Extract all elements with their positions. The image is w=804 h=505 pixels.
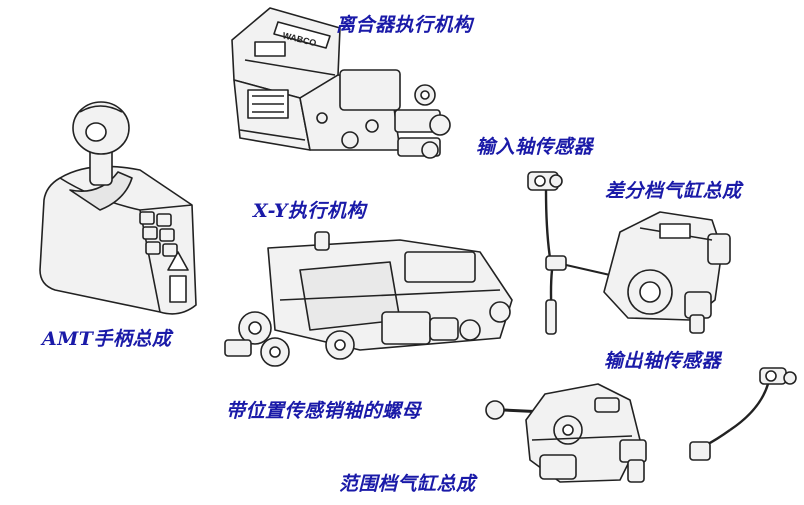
range-cylinder-label: 范围档气缸总成 — [339, 473, 476, 495]
output-shaft-sensor-drawing — [689, 367, 797, 461]
output-shaft-sensor-label: 输出轴传感器 — [604, 350, 722, 372]
xy-actuator-label: X-Y执行机构 — [253, 200, 366, 222]
input-shaft-sensor-label: 输入轴传感器 — [476, 136, 594, 158]
differential-cylinder-label: 差分档气缸总成 — [605, 180, 742, 202]
amt-handle-drawing — [39, 101, 197, 315]
clutch-actuator-drawing: WABCO — [231, 7, 451, 159]
range-cylinder-drawing — [485, 383, 647, 483]
nut-with-position-sensor-label: 带位置传感销轴的螺母 — [226, 400, 422, 422]
differential-cylinder-drawing — [603, 211, 731, 334]
clutch-actuator-label: 离合器执行机构 — [336, 14, 473, 36]
input-shaft-sensor-drawing — [527, 171, 611, 335]
amt-handle-label: AMT手柄总成 — [42, 328, 172, 350]
xy-actuator-drawing — [224, 231, 513, 367]
